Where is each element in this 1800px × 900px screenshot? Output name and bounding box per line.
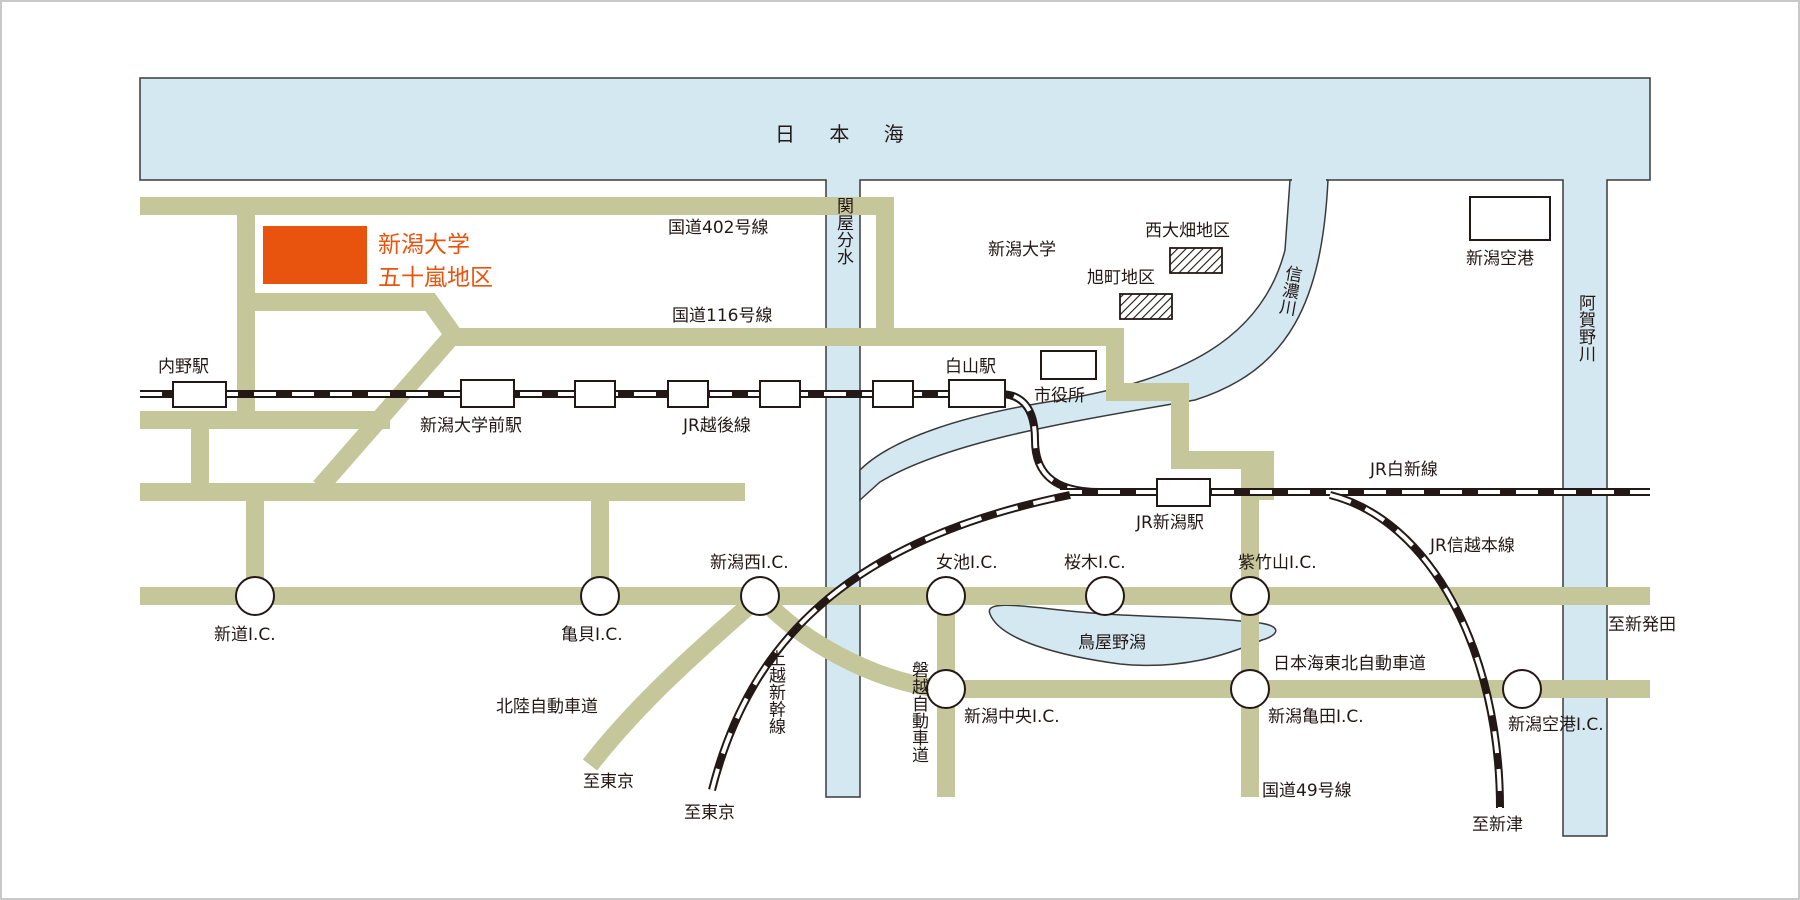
shinetsu-line-label: JR信越本線 <box>1429 536 1515 556</box>
city-hall-label: 市役所 <box>1034 386 1085 406</box>
daigaku-mae-station-label: 新潟大学前駅 <box>420 416 522 436</box>
ic-niigata-nishi-label: 新潟西I.C. <box>710 553 789 573</box>
campus-label-line2: 五十嵐地区 <box>378 265 493 291</box>
ic-sakuragi-label: 桜木I.C. <box>1064 553 1126 573</box>
ic-shichikuyama[interactable] <box>1230 576 1270 616</box>
ic-kamegai-label: 亀貝I.C. <box>561 625 623 645</box>
route-116-label: 国道116号線 <box>672 306 772 326</box>
ic-niigata-chuo-label: 新潟中央I.C. <box>964 707 1060 727</box>
city-hall-block[interactable] <box>1040 350 1097 380</box>
station-niigata[interactable] <box>1156 478 1211 507</box>
ic-niigata-kameda[interactable] <box>1230 669 1270 709</box>
toyano-lagoon <box>988 604 1277 667</box>
hokuriku-expressway <box>582 589 766 771</box>
sea-label: 日 本 海 <box>775 122 918 146</box>
water-layer <box>139 77 1651 837</box>
campus-lower-road <box>246 293 463 343</box>
ic-shichikuyama-label: 紫竹山I.C. <box>1238 553 1317 573</box>
airport-label: 新潟空港 <box>1466 249 1534 269</box>
dest-shibata-label: 至新発田 <box>1608 615 1676 635</box>
shinano-river <box>859 179 1329 502</box>
station-mark <box>574 380 616 408</box>
niigata-univ-label: 新潟大学 <box>988 240 1056 260</box>
nishi-chuo-link <box>753 589 942 698</box>
ic-kamegai[interactable] <box>580 576 620 616</box>
ic-shindo[interactable] <box>235 576 275 616</box>
banetsu-label: 磐越自動車道 <box>908 661 929 763</box>
ic-niigata-kameda-label: 新潟亀田I.C. <box>1268 707 1364 727</box>
ic-meike-label: 女池I.C. <box>936 553 998 573</box>
interchange-layer <box>235 576 1542 709</box>
ic-niigata-kuko-label: 新潟空港I.C. <box>1508 715 1604 735</box>
station-layer <box>172 379 1211 507</box>
etsugo-line-label: JR越後線 <box>682 416 751 436</box>
asahimachi-label: 旭町地区 <box>1087 268 1155 288</box>
hakusan-station-label: 白山駅 <box>945 357 996 377</box>
sekiya-river-label: 関屋分水 <box>833 197 854 265</box>
station-uchino[interactable] <box>172 381 227 408</box>
route-116-road <box>450 328 1274 500</box>
station-mark <box>667 380 709 408</box>
label-layer: 日 本 海 新潟大学 五十嵐地区 国道402号線 国道116号線 関屋分水 新潟… <box>158 122 1676 835</box>
route-402-label: 国道402号線 <box>668 218 768 238</box>
dest-niitsu-label: 至新津 <box>1472 815 1523 835</box>
ic-meike[interactable] <box>926 576 966 616</box>
campus-marker[interactable] <box>263 226 367 284</box>
ic-niigata-kuko[interactable] <box>1502 669 1542 709</box>
nishi-ohata-label: 西大畑地区 <box>1145 221 1230 241</box>
ic-sakuragi[interactable] <box>1085 576 1125 616</box>
route-402-road <box>140 197 894 330</box>
campus-label-line1: 新潟大学 <box>378 232 470 258</box>
nishi-ohata-block[interactable] <box>1169 247 1223 274</box>
ic-shindo-label: 新道I.C. <box>214 625 276 645</box>
ic-niigata-nishi[interactable] <box>740 576 780 616</box>
hakushin-line-label: JR白新線 <box>1369 460 1438 480</box>
niigata-station-label: JR新潟駅 <box>1135 513 1204 533</box>
dest-tokyo-exp-label: 至東京 <box>583 772 634 792</box>
asahimachi-block[interactable] <box>1119 293 1173 320</box>
hokuriku-exp-label: 北陸自動車道 <box>496 697 598 717</box>
ic-niigata-chuo[interactable] <box>926 669 966 709</box>
shinkansen-label: 上越新幹線 <box>765 649 786 734</box>
station-daigaku-mae[interactable] <box>460 379 515 408</box>
agano-river-label: 阿賀野川 <box>1575 294 1596 362</box>
uchino-station-label: 内野駅 <box>158 357 209 377</box>
route-49-label: 国道49号線 <box>1262 781 1352 801</box>
station-hakusan[interactable] <box>948 379 1006 408</box>
station-mark <box>872 380 914 408</box>
airport-block[interactable] <box>1469 196 1551 241</box>
sea-of-japan <box>139 77 1651 837</box>
lake-label: 鳥屋野潟 <box>1078 633 1146 653</box>
nihonkai-tohoku-label: 日本海東北自動車道 <box>1273 654 1426 674</box>
dest-tokyo-shinkansen-label: 至東京 <box>684 803 735 823</box>
station-mark <box>759 380 801 408</box>
